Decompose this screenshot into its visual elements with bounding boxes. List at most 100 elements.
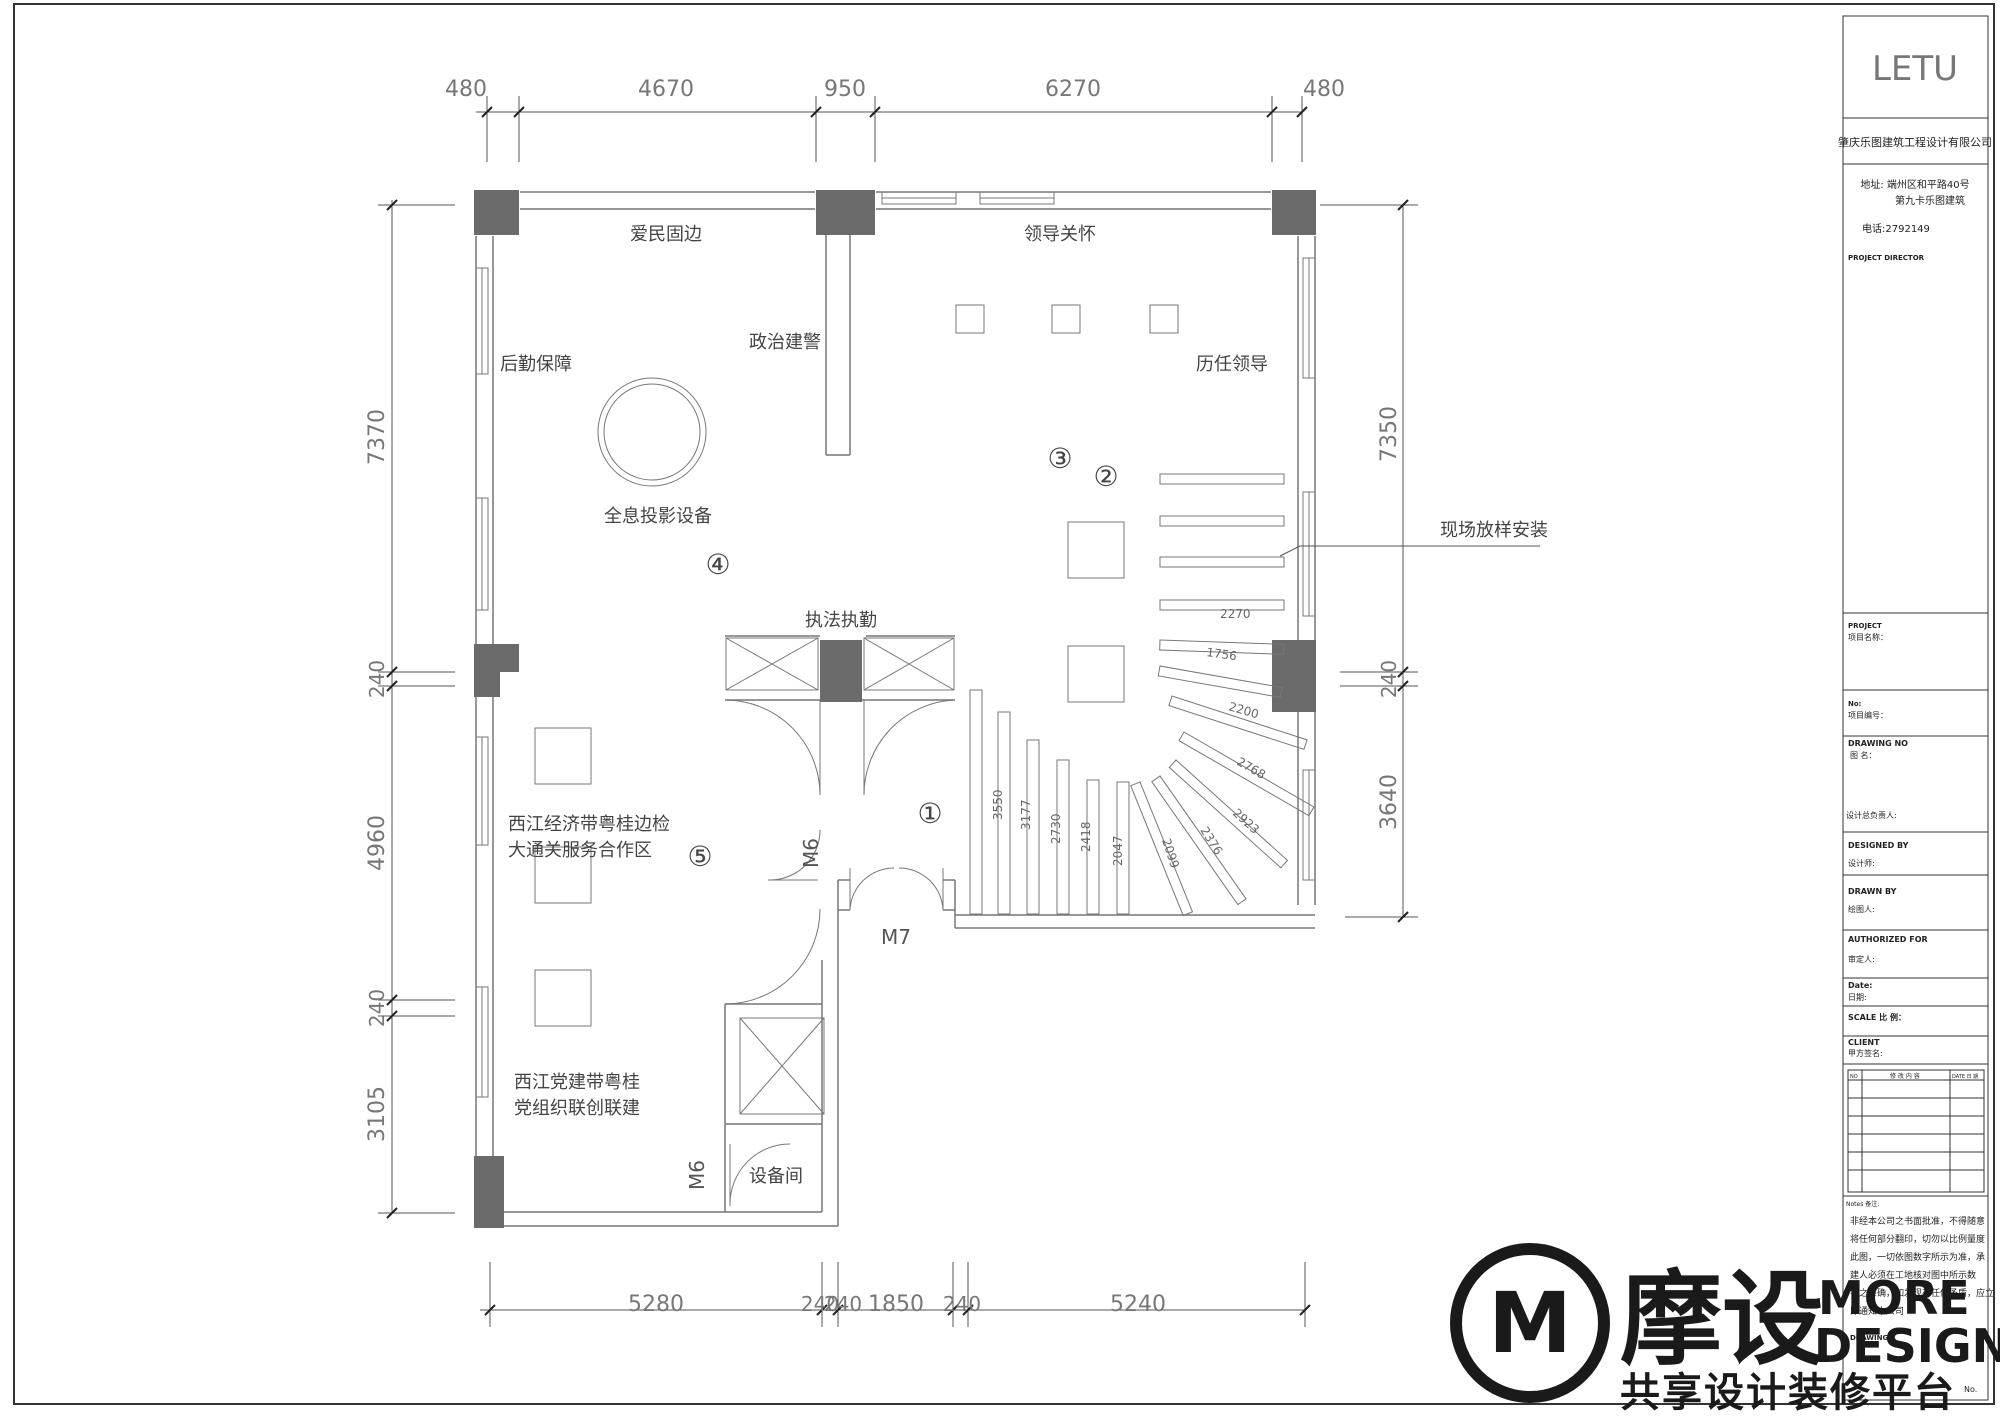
label-xianchang: 现场放样安装 <box>1440 520 1548 541</box>
tb-project-director: PROJECT DIRECTOR <box>1848 254 1925 262</box>
stair-dim-4: 2768 <box>1235 754 1268 781</box>
label-zhengzhi: 政治建警 <box>749 332 821 353</box>
label-xijiang2-line2: 党组织联创联建 <box>514 1098 640 1119</box>
watermark-logo-glyph: M <box>1488 1274 1572 1372</box>
watermark-logo-ring <box>1450 1243 1610 1403</box>
marker-3: ③ <box>1047 442 1072 475</box>
watermark-en-1: MORE <box>1818 1271 1970 1325</box>
stair-dim-9: 2418 <box>1079 821 1093 852</box>
dimension-lines <box>378 96 1418 1327</box>
stair-dim-3: 2200 <box>1227 699 1260 721</box>
label-xijiang1-line1: 西江经济带粤桂边检 <box>508 814 670 835</box>
dim-left-3: 4960 <box>365 815 390 871</box>
door-tags: M6 M7 M6 <box>685 838 911 1190</box>
tb-scale: SCALE 比 例： <box>1848 1012 1906 1022</box>
dim-bottom-5: 240 <box>943 1292 981 1316</box>
label-liren: 历任领导 <box>1196 354 1268 375</box>
label-shebei: 设备间 <box>749 1166 803 1187</box>
room-labels: 爱民固边 领导关怀 后勤保障 政治建警 历任领导 全息投影设备 现场放样安装 执… <box>500 224 1548 1187</box>
dim-bottom-6: 5240 <box>1110 1292 1166 1317</box>
watermark-slogan: 共享设计装修平台 <box>1620 1370 1956 1414</box>
tb-phone: 电话:2792149 <box>1862 222 1930 235</box>
dimension-labels: 480 4670 950 6270 480 5280 240 240 1850 … <box>365 77 1402 1317</box>
door-m7: M7 <box>881 925 911 949</box>
tb-rev-col-1: NO <box>1850 1074 1858 1080</box>
tb-authorized: AUTHORIZED FOR <box>1848 935 1928 944</box>
dim-right-3: 3640 <box>1377 774 1402 830</box>
tb-drawing-no-cn: 图 名： <box>1850 750 1877 760</box>
tb-addr-2: 第九卡乐图建筑 <box>1895 194 1965 207</box>
label-zhifa: 执法执勤 <box>805 610 877 631</box>
watermark: M 摩设 MORE DESIGN 共享设计装修平台 <box>1450 1243 2000 1416</box>
stair-dim-8: 2047 <box>1111 835 1125 866</box>
marker-4: ④ <box>705 548 730 581</box>
watermark-en-2: DESIGN <box>1814 1319 2000 1373</box>
dim-top-5: 480 <box>1303 77 1345 102</box>
tb-project-cn: 项目名称： <box>1848 632 1888 642</box>
tb-authorized-cn: 审定人: <box>1848 954 1875 964</box>
stair-dim-12: 3550 <box>991 789 1005 820</box>
walls <box>475 191 1316 1227</box>
label-lingdao: 领导关怀 <box>1024 224 1096 245</box>
tb-note-2: 将任何部分翻印，切勿以比例量度 <box>1850 1233 1985 1245</box>
dim-top-3: 950 <box>824 77 866 102</box>
sheet-border <box>13 3 1995 1405</box>
stair-dim-10: 2730 <box>1049 813 1063 844</box>
tb-notes-title: Notes 备注: <box>1846 1200 1879 1208</box>
tb-client: CLIENT <box>1848 1038 1880 1047</box>
title-block-text: LETU 肇庆乐图建筑工程设计有限公司 地址: 端州区和平路40号 第九卡乐图建… <box>1838 49 1994 1394</box>
windows <box>475 191 1316 1098</box>
stair-dim-11: 3177 <box>1019 799 1033 830</box>
label-houqin: 后勤保障 <box>500 354 572 375</box>
dim-bottom-4: 1850 <box>868 1292 924 1317</box>
dim-left-4: 240 <box>365 989 389 1027</box>
leader-line <box>1279 545 1540 557</box>
tb-rev-col-2: 修 改 内 容 <box>1890 1072 1920 1080</box>
display-stands <box>534 304 1285 1027</box>
tb-addr-1: 地址: 端州区和平路40号 <box>1860 178 1969 191</box>
tb-note-5: 字之准确，如发现有任何矛盾，应立 <box>1850 1287 1994 1299</box>
dim-right-1: 7350 <box>1377 406 1402 462</box>
holographic-projector <box>597 377 707 487</box>
dim-top-1: 480 <box>445 77 487 102</box>
doors <box>724 699 956 1206</box>
tb-client-cn: 甲方签名: <box>1848 1048 1883 1058</box>
tb-drawn-by: DRAWN BY <box>1848 887 1897 896</box>
tb-design-lead: 设计总负责人: <box>1846 810 1897 820</box>
marker-5: ⑤ <box>687 840 712 873</box>
title-block <box>1842 15 1989 1401</box>
columns <box>474 190 1316 1228</box>
display-cabinets <box>725 637 955 1115</box>
tb-logo: LETU <box>1872 49 1958 89</box>
watermark-cn: 摩设 <box>1620 1261 1824 1380</box>
dim-top-4: 6270 <box>1045 77 1101 102</box>
dim-left-1: 7370 <box>365 409 390 465</box>
label-xijiang2-line1: 西江党建带粤桂 <box>514 1072 640 1093</box>
tb-drawing-label: DRAWING <box>1850 1334 1888 1342</box>
dim-bottom-2: 240 <box>801 1292 839 1316</box>
rotating-display-boards <box>969 639 1315 917</box>
stair-dim-1: 2270 <box>1220 607 1251 621</box>
tb-project: PROJECT <box>1848 622 1882 630</box>
tb-rev-col-3: DATE 日 期 <box>1952 1074 1978 1080</box>
label-quanxi: 全息投影设备 <box>604 506 712 527</box>
stair-dim-5: 2923 <box>1230 806 1262 837</box>
marker-2: ② <box>1093 460 1118 493</box>
dim-left-2: 240 <box>365 660 389 698</box>
tb-note-3: 此图，一切依图数字所示为准，承 <box>1850 1251 1985 1263</box>
tb-note-6: 即通知本公司 <box>1850 1305 1904 1317</box>
door-m6-b: M6 <box>685 1160 709 1190</box>
dim-left-5: 3105 <box>365 1086 390 1142</box>
dim-bottom-1: 5280 <box>628 1292 684 1317</box>
label-xijiang1-line2: 大通关服务合作区 <box>508 840 652 861</box>
tb-designed-by: DESIGNED BY <box>1848 841 1909 850</box>
tb-note-1: 非经本公司之书面批准，不得随意 <box>1850 1215 1985 1227</box>
stair-dim-2: 1756 <box>1206 645 1238 663</box>
label-aimin: 爱民固边 <box>630 224 702 245</box>
tb-date: Date: <box>1848 981 1873 990</box>
tb-drawing-no: DRAWING NO <box>1848 739 1908 748</box>
tb-date-cn: 日期: <box>1848 993 1867 1002</box>
door-m6-a: M6 <box>799 838 823 868</box>
